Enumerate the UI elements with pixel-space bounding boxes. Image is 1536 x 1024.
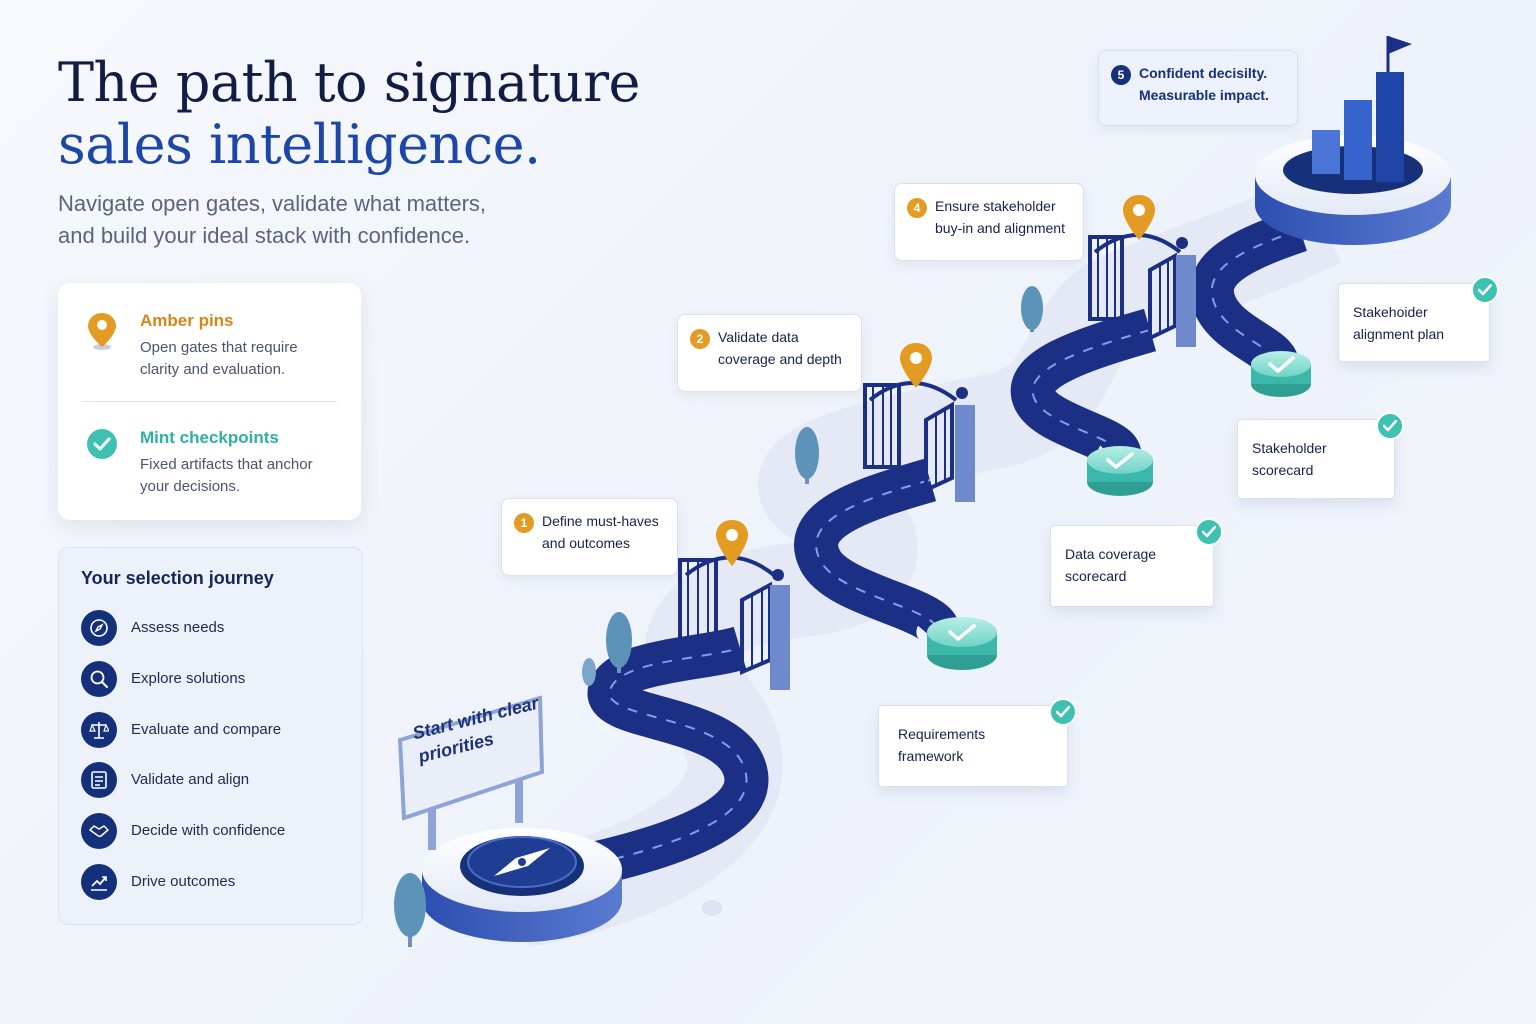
journey-label: Evaluate and compare xyxy=(131,721,282,738)
check-icon xyxy=(1471,276,1499,304)
selection-journey-card: Your selection journey Assess needs Expl… xyxy=(58,547,363,925)
check-icon xyxy=(1376,412,1404,440)
start-sign xyxy=(397,695,545,850)
subtitle-line-2: and build your ideal stack with confiden… xyxy=(58,223,471,248)
checkpoint-card-stakeholder-scorecard: Stakeholder scorecard xyxy=(1237,412,1404,499)
gate-3 xyxy=(1088,233,1196,347)
page-title: The path to signature sales intelligence… xyxy=(58,52,640,176)
checkpoint-card-text: Requirements framework xyxy=(898,726,986,764)
legend-checkpoints-title: Mint checkpoints xyxy=(140,428,279,447)
gate-2 xyxy=(863,381,975,502)
journey-item-assess: Assess needs xyxy=(81,610,341,646)
checkpoint-card-requirements: Requirements framework xyxy=(878,698,1077,787)
rock xyxy=(702,900,722,916)
journey-label: Drive outcomes xyxy=(131,873,236,890)
growth-chart-icon xyxy=(1312,36,1412,182)
compass-icon xyxy=(494,848,550,876)
journey-label: Decide with confidence xyxy=(131,822,286,839)
step-text: Define must-haves and outcomes xyxy=(542,513,659,551)
scales-icon xyxy=(81,712,117,748)
map-pin-icon xyxy=(900,343,932,388)
journey-item-decide: Decide with confidence xyxy=(81,813,341,849)
journey-title: Your selection journey xyxy=(81,568,274,588)
step-text: Ensure stakeholder buy-in and alignment xyxy=(935,198,1065,236)
growth-chart-icon xyxy=(81,864,117,900)
compass-icon xyxy=(81,610,117,646)
map-pin-icon xyxy=(88,313,116,350)
checkpoint-card-text: Data coverage scorecard xyxy=(1065,546,1157,584)
tree-icon xyxy=(582,612,632,686)
map-pin-icon xyxy=(1123,195,1155,240)
checkpoint-card-text: Stakehoider alignment plan xyxy=(1353,304,1445,342)
road xyxy=(570,209,1307,890)
step-number-badge: 2 xyxy=(690,329,710,349)
checklist-icon xyxy=(81,762,117,798)
checkpoint-card-data-coverage: Data coverage scorecard xyxy=(1050,518,1223,607)
journey-item-evaluate: Evaluate and compare xyxy=(81,712,341,748)
step-callout-4: 4 Ensure stakeholder buy-in and alignmen… xyxy=(894,183,1084,261)
step-number-badge: 5 xyxy=(1111,65,1131,85)
step-number-badge: 4 xyxy=(907,198,927,218)
tree-icon xyxy=(795,427,819,484)
title-line-2: sales intelligence. xyxy=(58,113,541,176)
step-text: Confident decisilty. Measurable impact. xyxy=(1139,65,1269,103)
step-number-badge: 1 xyxy=(514,513,534,533)
checkpoint-1 xyxy=(927,617,997,670)
gate-1 xyxy=(678,555,790,690)
handshake-icon xyxy=(81,813,117,849)
journey-item-validate: Validate and align xyxy=(81,762,341,798)
legend-pins-desc: Open gates that require clarity and eval… xyxy=(140,339,298,378)
journey-label: Assess needs xyxy=(131,619,225,636)
check-circle-icon xyxy=(87,429,117,459)
step-callout-5: 5 Confident decisilty. Measurable impact… xyxy=(1098,50,1298,126)
check-icon xyxy=(1049,698,1077,726)
step-text: Validate data coverage and depth xyxy=(718,329,842,367)
checkpoint-3 xyxy=(1251,351,1311,397)
journey-label: Validate and align xyxy=(131,771,250,788)
legend-pins-title: Amber pins xyxy=(140,311,234,330)
step-callout-2: 2 Validate data coverage and depth xyxy=(677,314,862,392)
map-pin-icon xyxy=(716,520,748,566)
legend-divider xyxy=(82,401,337,402)
checkpoint-2 xyxy=(1087,446,1153,496)
magnifier-icon xyxy=(81,661,117,697)
legend-checkpoints-desc: Fixed artifacts that anchor your decisio… xyxy=(140,456,313,495)
tree-icon xyxy=(394,873,426,947)
checkpoint-card-alignment-plan: Stakehoider alignment plan xyxy=(1338,276,1499,362)
step-callout-1: 1 Define must-haves and outcomes xyxy=(501,498,678,576)
subtitle-line-1: Navigate open gates, validate what matte… xyxy=(58,191,487,216)
start-podium xyxy=(422,828,622,942)
title-line-1: The path to signature xyxy=(58,51,640,114)
check-icon xyxy=(1195,518,1223,546)
checkpoint-card-text: Stakeholder scorecard xyxy=(1252,440,1327,478)
journey-item-explore: Explore solutions xyxy=(81,661,341,697)
legend-card: Amber pins Open gates that require clari… xyxy=(58,283,361,520)
journey-label: Explore solutions xyxy=(131,670,246,687)
tree-icon xyxy=(1021,286,1043,332)
page-subtitle: Navigate open gates, validate what matte… xyxy=(58,188,578,252)
journey-item-drive: Drive outcomes xyxy=(81,864,341,900)
